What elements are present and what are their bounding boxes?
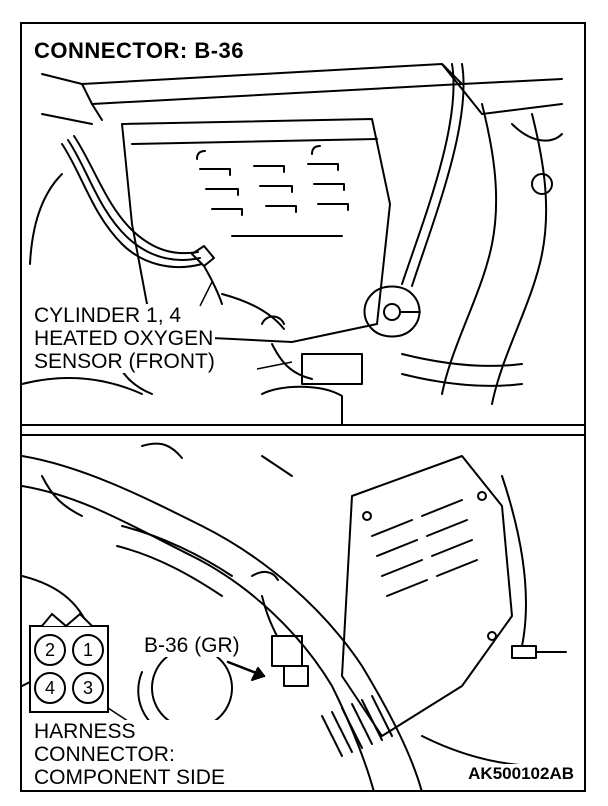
- pin-4-label: 4: [45, 678, 55, 698]
- callout-line: COMPONENT SIDE: [34, 766, 225, 789]
- callout-line: CYLINDER 1, 4: [34, 304, 182, 327]
- pin-2: [34, 634, 66, 666]
- diagram-frame: CONNECTOR: B-36 CYLINDER 1, 4 HEATED OXY…: [20, 22, 586, 792]
- harness-wires: [61, 143, 203, 268]
- hose: [441, 103, 498, 395]
- manifold-cover: [341, 455, 513, 737]
- ribbed-area: [321, 695, 393, 757]
- top-panel: CONNECTOR: B-36 CYLINDER 1, 4 HEATED OXY…: [22, 24, 584, 426]
- pin-3-label: 3: [83, 678, 93, 698]
- pin-diagram: 2 1 4 3: [29, 612, 173, 751]
- sensor-callout: CYLINDER 1, 4 HEATED OXYGEN SENSOR (FRON…: [34, 304, 215, 373]
- pin-2-label: 2: [45, 640, 55, 660]
- heat-shield: [121, 118, 391, 343]
- cover-slots: [362, 491, 497, 641]
- callout-line: HEATED OXYGEN: [34, 327, 214, 350]
- callout-line: HARNESS: [34, 720, 136, 743]
- connector-label: B-36 (GR): [144, 634, 240, 657]
- callout-line: CONNECTOR:: [34, 743, 175, 766]
- shield-slots: [199, 163, 349, 237]
- page-title: CONNECTOR: B-36: [32, 38, 247, 64]
- callout-line: SENSOR (FRONT): [34, 350, 215, 373]
- upper-hose: [22, 455, 423, 792]
- pin-1-label: 1: [83, 640, 93, 660]
- pin-4: [34, 672, 66, 704]
- harness-callout: HARNESS CONNECTOR: COMPONENT SIDE: [34, 720, 225, 789]
- pin-1: [72, 634, 104, 666]
- connector-label-text: B-36 (GR): [144, 634, 240, 657]
- figure-code: AK500102AB: [466, 764, 576, 784]
- engine-bay-top-illustration: [22, 63, 563, 424]
- pointer-arrow: [251, 667, 265, 681]
- pin-3: [72, 672, 104, 704]
- bottom-panel: 2 1 4 3 B-36 (GR) HARNESS CONNECTOR: COM…: [22, 434, 584, 792]
- top-leader-lines: [199, 281, 293, 370]
